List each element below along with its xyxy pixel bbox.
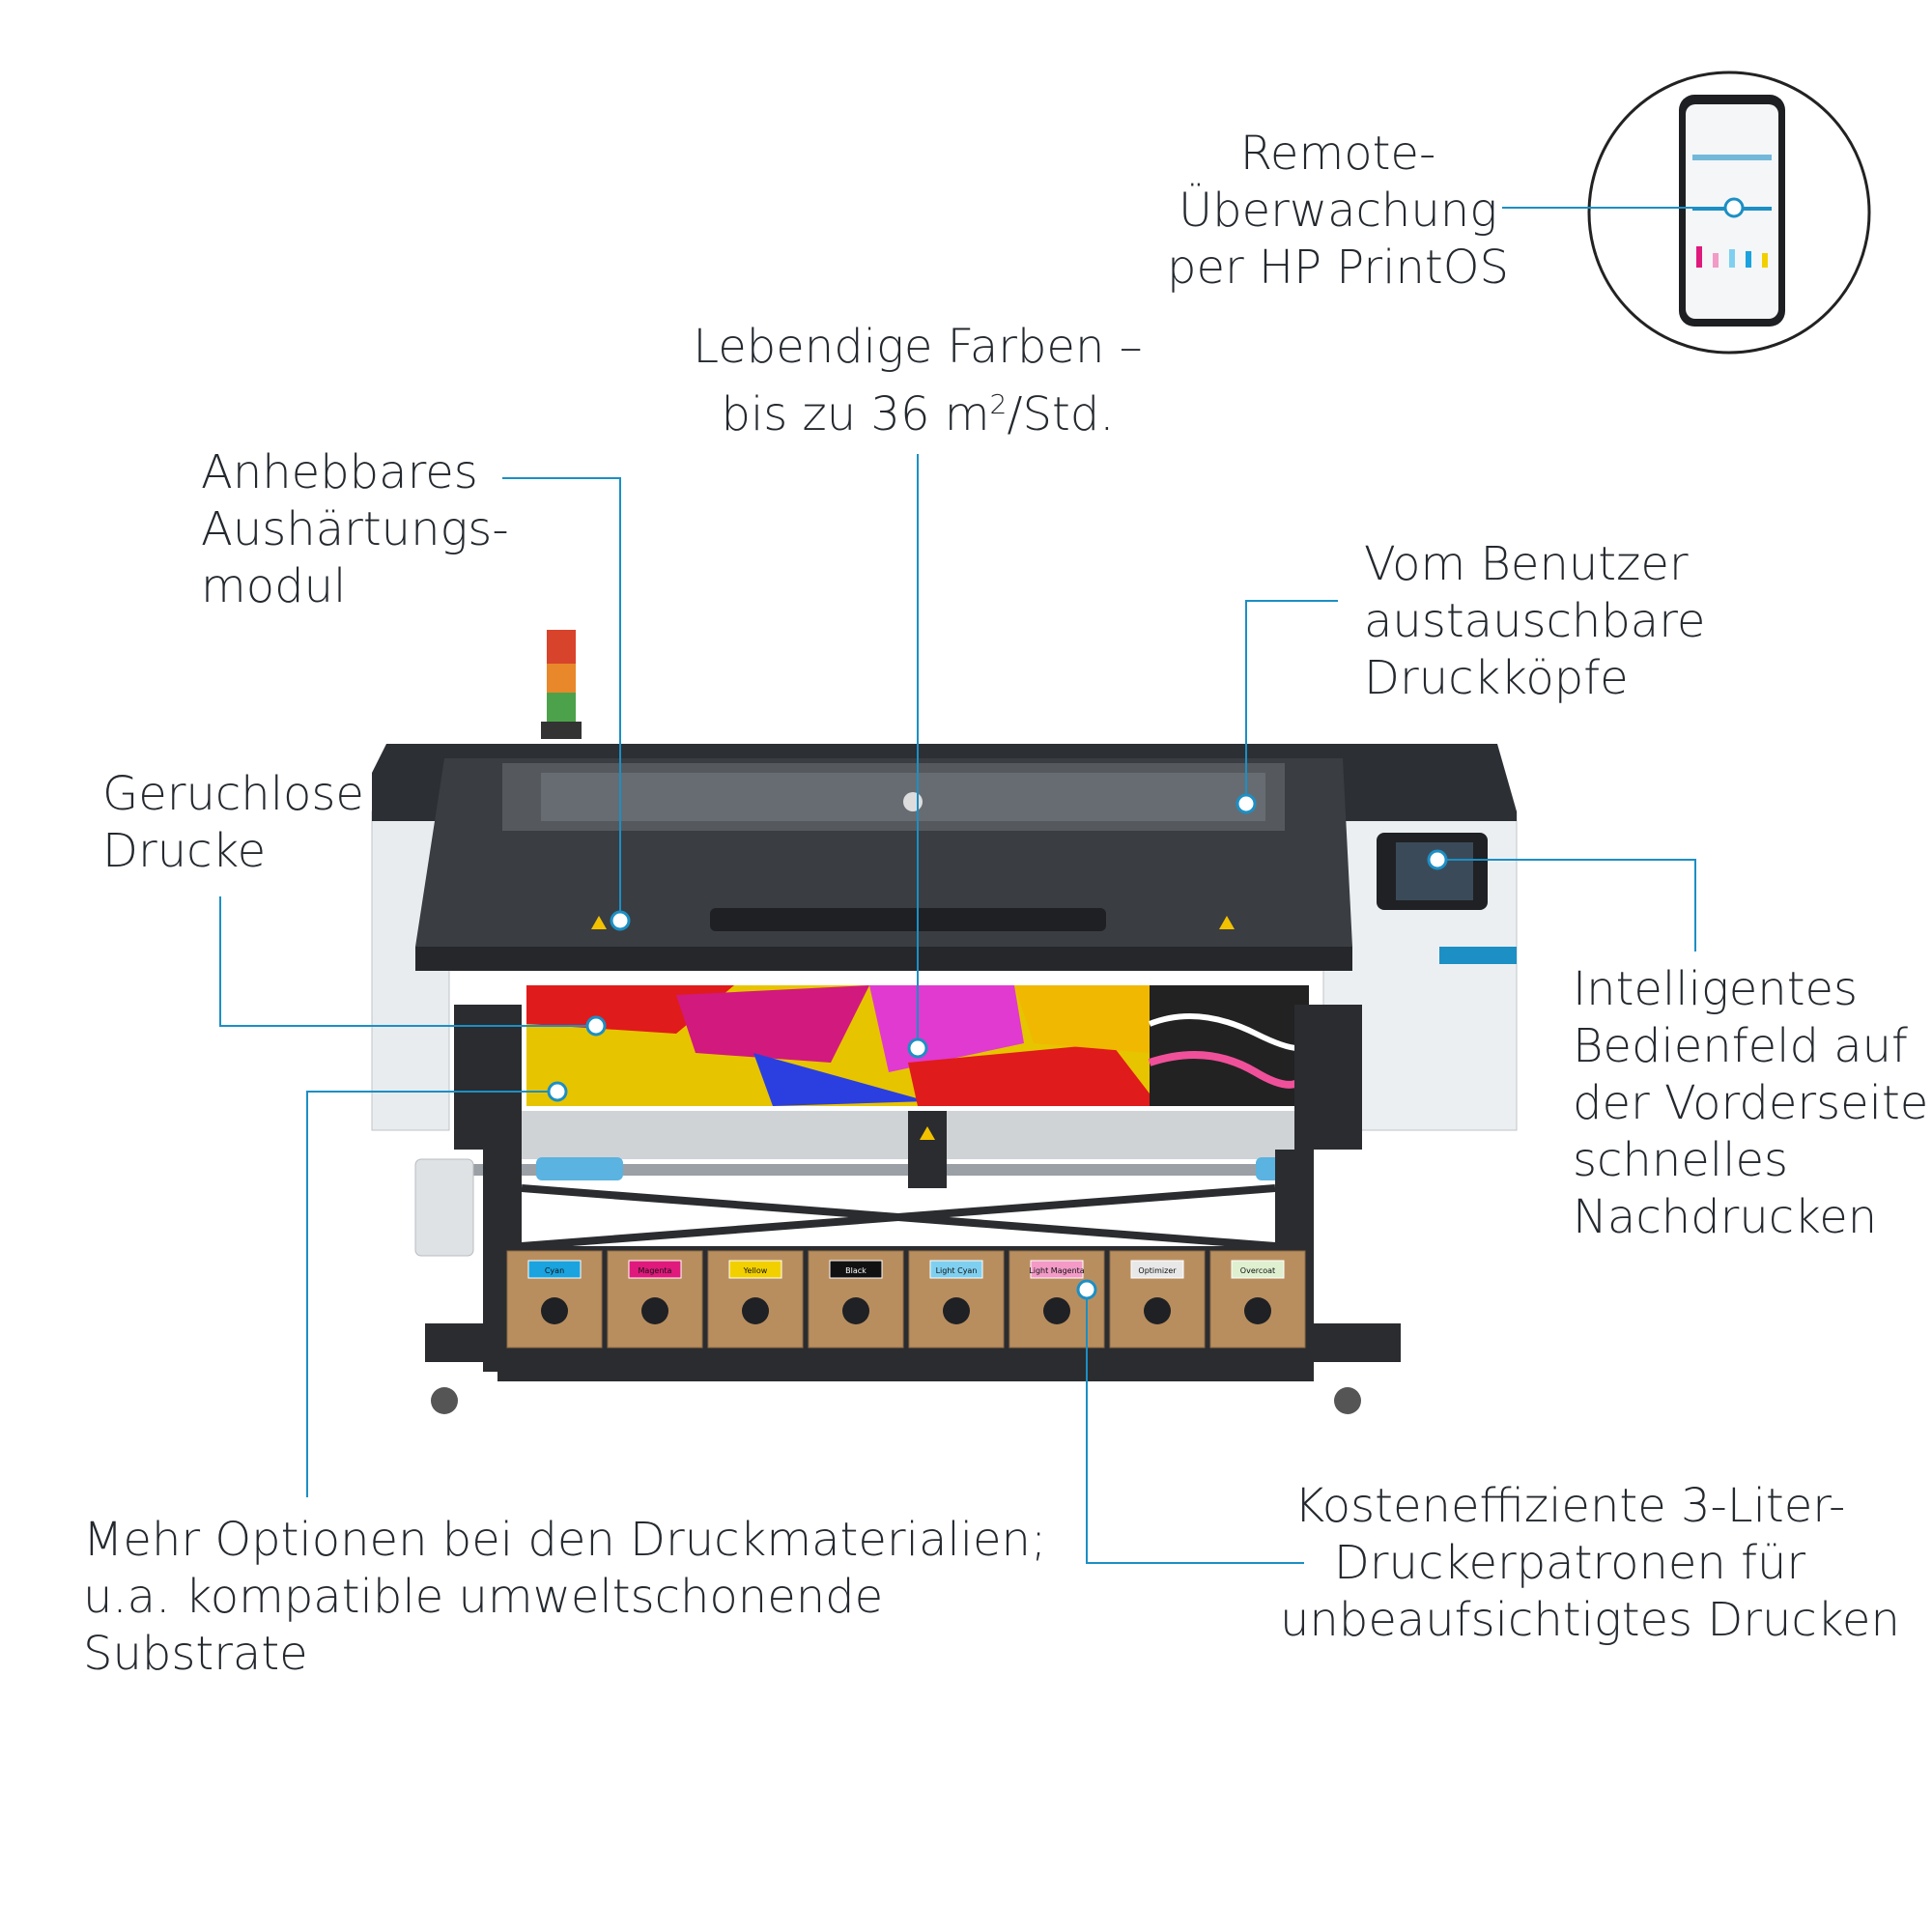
callout-remote-line-3: per HP PrintOS (1167, 241, 1509, 295)
hp-logo-icon (903, 792, 923, 811)
callout-media-line-2: u.a. kompatible umweltschonende (83, 1570, 884, 1624)
media-rod (464, 1164, 1304, 1176)
callout-vivid-colors: Lebendige Farben – bis zu 36 m2/Std. (676, 319, 1159, 443)
callout-printheads-line-3: Druckköpfe (1364, 651, 1629, 705)
callout-media-options: Mehr Optionen bei den Druckmaterialien; … (83, 1512, 1046, 1683)
callout-panel-line-2: Bedienfeld auf (1573, 1019, 1908, 1073)
callout-lines (219, 207, 1734, 1564)
cartridge-valve (742, 1297, 769, 1324)
cartridge-label: Yellow (743, 1266, 768, 1275)
callout-cartridges-line-3: unbeaufsichtigtes Drucken (1280, 1593, 1900, 1647)
cartridge-color-tag (829, 1260, 883, 1279)
left-spindle-assembly (454, 1005, 522, 1150)
cartridge-label: Light Cyan (936, 1266, 978, 1275)
cartridge-color-tag (1130, 1260, 1184, 1279)
cartridge-valve (541, 1297, 568, 1324)
cartridge-label: Cyan (545, 1266, 564, 1275)
callout-odorless-line-1: Geruchlose (102, 767, 364, 821)
cartridge-valve (1144, 1297, 1171, 1324)
cartridge-valve (842, 1297, 869, 1324)
cartridge-label: Overcoat (1240, 1266, 1275, 1275)
cartridge-label: Black (845, 1266, 867, 1275)
callout-curing-line-3: modul (201, 559, 347, 613)
cartridge: Optimizer (1109, 1250, 1206, 1349)
callout-odorless-prints: Geruchlose Drucke (102, 766, 364, 880)
cartridge-color-tag (1231, 1260, 1285, 1279)
cartridge: Light Magenta (1009, 1250, 1105, 1349)
callout-markers (547, 197, 1745, 1300)
callout-remote-line-2: Überwachung (1179, 184, 1497, 238)
cartridge-row: Cyan Magenta Yellow Black Light Cyan Light Ma… (506, 1250, 1306, 1349)
cartridge: Magenta (607, 1250, 703, 1349)
callout-panel-line-5: Nachdrucken (1573, 1190, 1878, 1244)
callout-panel-line-3: der Vorderseite; (1573, 1076, 1932, 1130)
cartridge-label: Magenta (639, 1266, 672, 1275)
callout-printheads-line-2: austauschbare (1364, 594, 1706, 648)
cartridge-color-tag (728, 1260, 782, 1279)
warning-icon (591, 916, 607, 929)
callout-control-panel: Intelligentes Bedienfeld auf der Vorders… (1573, 961, 1932, 1246)
callout-panel-line-1: Intelligentes (1573, 962, 1859, 1016)
callout-curing-line-1: Anhebbares (201, 445, 478, 499)
waste-bottle (414, 1158, 474, 1257)
callout-media-line-3: Substrate (83, 1627, 308, 1681)
cartridge-color-tag (628, 1260, 682, 1279)
cartridge: Yellow (707, 1250, 804, 1349)
cover-handle (710, 908, 1106, 931)
cartridge-valve (1244, 1297, 1271, 1324)
callout-curing-line-2: Aushärtungs- (201, 502, 509, 556)
callout-cartridges-line-2: Druckerpatronen für (1333, 1536, 1806, 1590)
callout-odorless-line-2: Drucke (102, 824, 267, 878)
cartridge: Cyan (506, 1250, 603, 1349)
callout-media-line-1: Mehr Optionen bei den Druckmaterialien; (83, 1513, 1047, 1567)
cartridge: Overcoat (1209, 1250, 1306, 1349)
callout-printheads: Vom Benutzer austauschbare Druckköpfe (1364, 536, 1705, 707)
cartridge-valve (641, 1297, 668, 1324)
cartridge-color-tag (527, 1260, 582, 1279)
cartridge-color-tag (929, 1260, 983, 1279)
right-spindle-assembly (1294, 1005, 1362, 1150)
callout-remote-monitoring: Remote- Überwachung per HP PrintOS (1145, 126, 1531, 297)
callout-remote-line-1: Remote- (1239, 127, 1436, 181)
cartridge-label: Optimizer (1138, 1266, 1177, 1275)
callout-panel-line-4: schnelles (1573, 1133, 1788, 1187)
callout-cartridges-line-1: Kosteneffiziente 3-Liter- (1293, 1479, 1846, 1533)
cartridge-valve (943, 1297, 970, 1324)
callout-printheads-line-1: Vom Benutzer (1364, 537, 1689, 591)
callout-colors-line-2: bis zu 36 m2/Std. (721, 387, 1115, 441)
callout-cartridges: Kosteneffiziente 3-Liter- Druckerpatrone… (1280, 1478, 1900, 1649)
cartridge: Black (808, 1250, 904, 1349)
callout-colors-line-1: Lebendige Farben – (693, 320, 1143, 374)
cartridge-label: Light Magenta (1029, 1266, 1085, 1275)
callout-curing-module: Anhebbares Aushärtungs- modul (201, 444, 509, 615)
cartridge-valve (1043, 1297, 1070, 1324)
signal-tower-icon (541, 630, 582, 739)
cartridge-color-tag (1030, 1260, 1084, 1279)
warning-icon (1219, 916, 1235, 929)
cartridge: Light Cyan (908, 1250, 1005, 1349)
